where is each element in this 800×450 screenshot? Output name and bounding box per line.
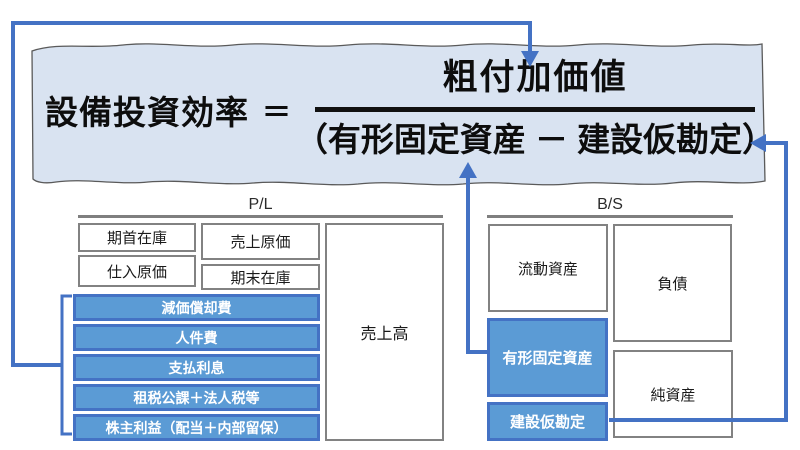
box-labor-cost: 人件費 (73, 324, 320, 351)
box-ending-inventory: 期末在庫 (201, 264, 320, 290)
box-purchase-cost: 仕入原価 (78, 255, 196, 287)
formula-left-side: 設備投資効率 ＝ (45, 88, 291, 132)
box-cost-of-sales: 売上原価 (201, 223, 320, 260)
box-current-assets: 流動資産 (488, 224, 608, 312)
equals-sign: ＝ (262, 97, 292, 129)
box-sales: 売上高 (325, 223, 444, 441)
box-beginning-inventory: 期首在庫 (78, 223, 196, 252)
value-added-stack: 減価償却費 人件費 支払利息 租税公課＋法人税等 株主利益（配当＋内部留保） (73, 294, 320, 441)
pl-title: P/L (248, 196, 273, 213)
box-tangible-fixed-assets: 有形固定資産 (487, 318, 608, 397)
fraction-denominator: （有形固定資産 － 建設仮勘定） (294, 121, 776, 158)
pl-title-underline (78, 215, 443, 218)
box-construction-in-progress: 建設仮勘定 (487, 402, 608, 441)
value-added-bracket (60, 294, 72, 436)
formula-lhs-label: 設備投資効率 (45, 94, 249, 131)
arrow-tangible-fixed-assets-line (466, 177, 488, 354)
box-liabilities: 負債 (613, 224, 732, 342)
box-interest-paid: 支払利息 (73, 354, 320, 381)
formula-fraction: 粗付加価値 （有形固定資産 － 建設仮勘定） (295, 57, 775, 160)
bs-title: B/S (597, 196, 623, 213)
box-depreciation: 減価償却費 (73, 294, 320, 321)
bs-title-underline (487, 215, 733, 218)
fraction-numerator: 粗付加価値 (442, 58, 628, 97)
box-net-assets: 純資産 (613, 350, 733, 438)
box-shareholder-profit: 株主利益（配当＋内部留保） (73, 414, 320, 441)
fraction-bar (315, 107, 755, 112)
box-taxes: 租税公課＋法人税等 (73, 384, 320, 411)
